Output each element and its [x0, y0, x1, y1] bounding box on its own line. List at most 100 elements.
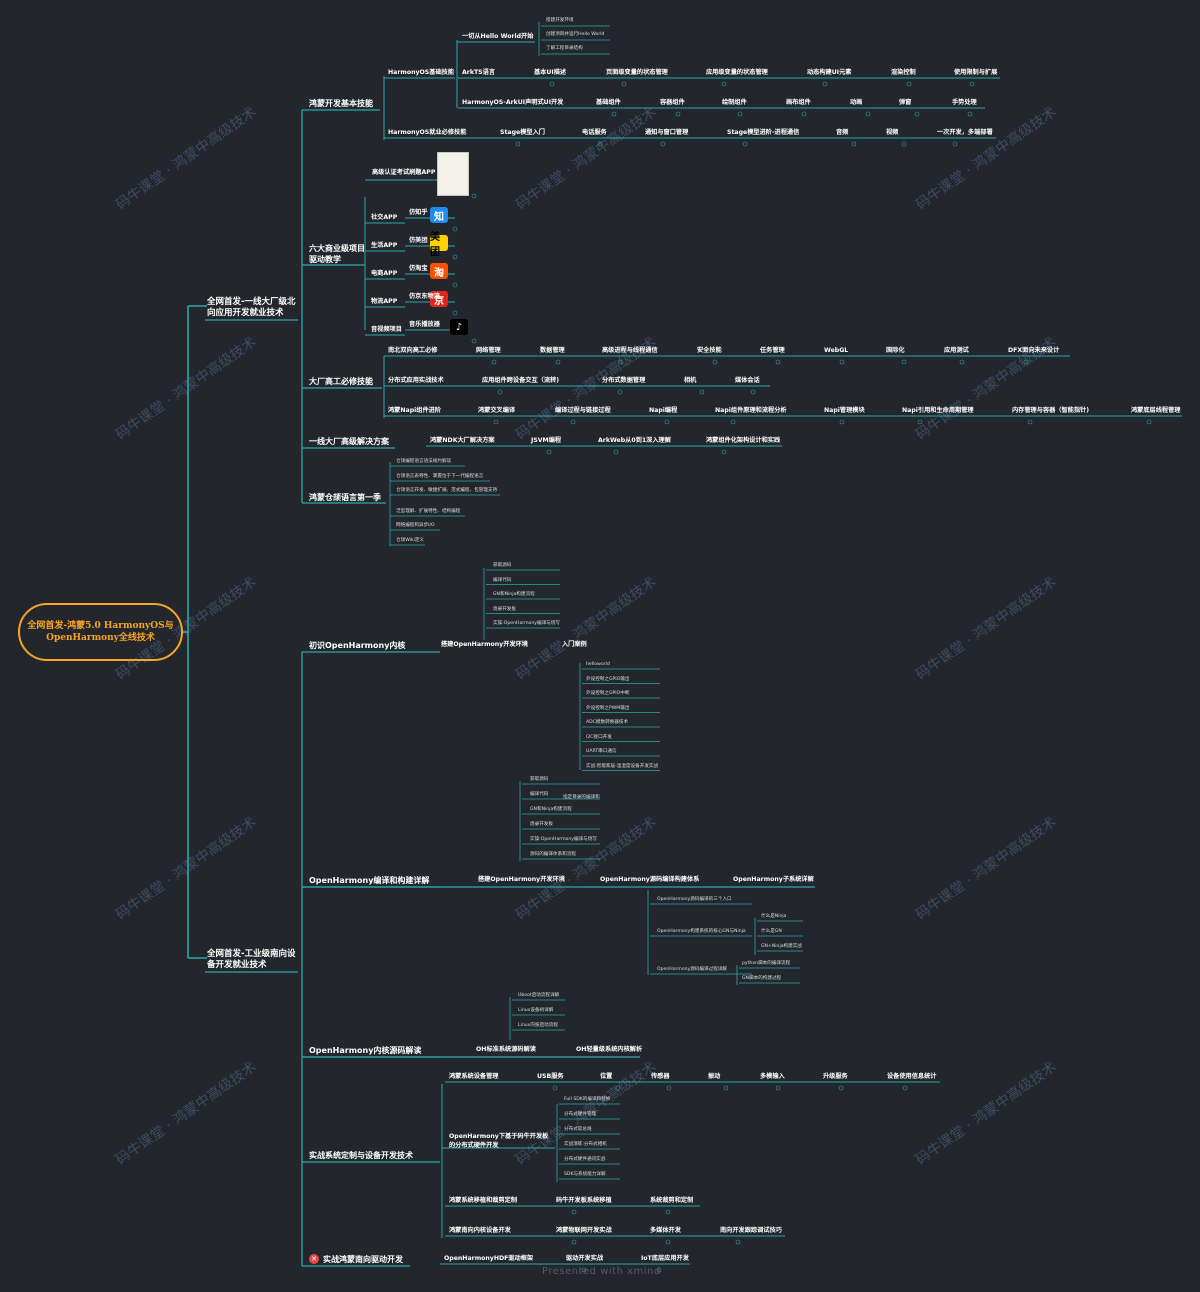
detail-item[interactable]: python脚本的编译流程	[742, 961, 791, 966]
custom-item[interactable]: 振动	[708, 1073, 721, 1080]
must-item[interactable]: 电话服务	[582, 129, 607, 136]
custom-item[interactable]: USB服务	[537, 1073, 564, 1080]
app-name[interactable]: 仿淘宝	[409, 265, 428, 272]
node-build-system[interactable]: OpenHarmony源码编译构建体系	[600, 876, 700, 883]
cangjie-item[interactable]: 泛型理解、扩展特性、结构编程	[396, 509, 461, 514]
factory-item[interactable]: 分布式应用实战技术	[388, 377, 444, 384]
source-item[interactable]: OH轻量级系统内核解析	[576, 1046, 643, 1053]
dist-item[interactable]: 实战演练:分布式相机	[564, 1142, 607, 1147]
solution-item[interactable]: JSVM编程	[531, 437, 562, 444]
env-item[interactable]: 编译代码	[493, 577, 512, 583]
dist-item[interactable]: 分布式硬件管理	[564, 1112, 597, 1117]
factory-item[interactable]: 相机	[684, 377, 697, 384]
arkts-item[interactable]: 动态构建UI元素	[807, 69, 852, 76]
custom-item[interactable]: 鸿蒙系统移植和裁剪定制	[449, 1197, 518, 1204]
app-category[interactable]: 音视频项目	[371, 326, 402, 333]
app-category[interactable]: 电商APP	[371, 270, 398, 277]
north-branch-node[interactable]: 全网首发-一线大厂级北向应用开发就业技术	[207, 297, 296, 318]
solution-item[interactable]: ArkWeb从0到1深入理解	[598, 437, 671, 444]
arkui-item[interactable]: 绘制组件	[722, 99, 747, 106]
arkui-item[interactable]: 弹窗	[899, 99, 912, 106]
std-item[interactable]: Linux内核启动流程	[518, 1023, 558, 1028]
system-item[interactable]: OpenHarmony构建系统的核心GN与Ninja	[657, 929, 746, 934]
topic-kernel[interactable]: 初识OpenHarmony内核	[309, 641, 406, 650]
arkui-item[interactable]: 手势处理	[952, 99, 977, 106]
custom-item[interactable]: 鸿蒙物联网开发实战	[556, 1227, 612, 1234]
topic-build[interactable]: OpenHarmony编译和构建详解	[309, 876, 430, 885]
app-name[interactable]: 仿京东物流	[409, 293, 440, 300]
dist-item[interactable]: Full SDK的编译和替换	[564, 1097, 611, 1102]
case-item[interactable]: 实战:智能家居-温湿度设备开发实战	[586, 763, 659, 769]
arkts-item[interactable]: 应用级变量的状态管理	[706, 69, 768, 76]
case-item[interactable]: helloworld	[586, 662, 610, 667]
build-extra[interactable]: 指定目录的编译和	[563, 795, 600, 800]
driver-item[interactable]: IoT底层应用开发	[641, 1255, 689, 1262]
factory-item[interactable]: 鸿蒙Napi组件进阶	[388, 407, 442, 414]
cangjie-item[interactable]: 仓颉语言开发、敏捷扩展、范式编程、包管理支持	[396, 488, 498, 493]
node-build-env[interactable]: 搭建OpenHarmony开发环境	[478, 876, 565, 883]
case-item[interactable]: 外设控制之GPIO中断	[586, 691, 630, 696]
build-env-item[interactable]: 实操:OpenHarmony编译与烧写	[530, 837, 597, 842]
arkts-item[interactable]: 渲染控制	[891, 69, 916, 76]
factory-item[interactable]: 分布式数据管理	[602, 377, 646, 384]
cangjie-item[interactable]: 仓颉Wiki定义	[396, 538, 425, 543]
driver-item[interactable]: OpenHarmonyHDF驱动框架	[444, 1255, 534, 1262]
dist-item[interactable]: 分布式硬件通讯实战	[564, 1157, 606, 1162]
hello-item[interactable]: 搭建开发环境	[546, 18, 574, 23]
custom-item[interactable]: 系统裁剪和定制	[650, 1197, 694, 1204]
factory-item[interactable]: Napi编程	[649, 407, 678, 414]
system-item[interactable]: OpenHarmony源码编译过程详解	[657, 967, 728, 972]
node-case[interactable]: 入门案例	[562, 641, 587, 648]
must-item[interactable]: 视频	[886, 129, 899, 136]
custom-item[interactable]: 多模输入	[760, 1073, 785, 1080]
custom-item[interactable]: 升级服务	[823, 1073, 848, 1080]
gn-item[interactable]: GN+Ninja构建实战	[761, 944, 802, 949]
custom-item[interactable]: 鸿蒙南向内核设备开发	[449, 1227, 511, 1234]
cangjie-item[interactable]: 网络编程和异步I/O	[396, 523, 435, 528]
app-category[interactable]: 生活APP	[371, 242, 398, 249]
arkui-item[interactable]: 基础组件	[596, 99, 621, 106]
factory-item[interactable]: DFX面向未来设计	[1008, 347, 1060, 354]
factory-item[interactable]: 安全技能	[697, 347, 722, 354]
detail-item[interactable]: GN脚本的构建过程	[742, 976, 782, 981]
build-env-item[interactable]: 烧录开发板	[530, 822, 553, 827]
node-dist[interactable]: OpenHarmony下基于码牛开发板的分布式硬件开发	[449, 1133, 549, 1149]
case-item[interactable]: I2C接口开发	[586, 734, 612, 740]
arkui-item[interactable]: HarmonyOS-ArkUI声明式UI开发	[462, 99, 564, 106]
cangjie-item[interactable]: 仓颉语言表特性、掌握位于下一代编程语言	[396, 474, 484, 479]
arkts-item[interactable]: 基本UI描述	[534, 69, 567, 76]
case-item[interactable]: 外设控制之GPIO输出	[586, 676, 630, 682]
topic-cangjie[interactable]: 鸿蒙仓颉语言第一季	[309, 493, 381, 502]
env-item[interactable]: GN和Ninja构建流程	[493, 592, 535, 597]
solution-item[interactable]: 鸿蒙组件化架构设计和实践	[706, 437, 781, 444]
node-env[interactable]: 搭建OpenHarmony开发环境	[441, 641, 528, 648]
arkui-item[interactable]: 动画	[850, 99, 863, 106]
gn-item[interactable]: 什么是Ninja	[761, 914, 787, 919]
factory-item[interactable]: 网络管理	[476, 347, 501, 354]
build-env-item[interactable]: 源码的编译体系和流程	[530, 852, 576, 857]
driver-item[interactable]: 驱动开发实战	[566, 1255, 604, 1262]
case-item[interactable]: ADC模数转换器技术	[586, 720, 629, 725]
app-category[interactable]: 社交APP	[371, 214, 398, 221]
dist-item[interactable]: 分布式软总线	[564, 1127, 592, 1132]
build-env-item[interactable]: 获取源码	[530, 777, 549, 782]
arkui-item[interactable]: 画布组件	[786, 99, 811, 106]
custom-item[interactable]: 位置	[600, 1073, 613, 1080]
cangjie-item[interactable]: 仓颉编程语言语法规约解读	[396, 459, 452, 464]
topic-projects[interactable]: 六大商业级项目驱动教学	[309, 244, 365, 264]
project-cert[interactable]: 高级认证考试刷题APP	[372, 169, 436, 176]
topic-source[interactable]: OpenHarmony内核源码解读	[309, 1046, 422, 1055]
factory-item[interactable]: 媒体会话	[735, 377, 760, 384]
gn-item[interactable]: 什么是GN	[761, 929, 782, 934]
node-subsys[interactable]: OpenHarmony子系统详解	[733, 876, 814, 883]
factory-item[interactable]: 应用测试	[944, 347, 969, 354]
app-name[interactable]: 仿美团	[409, 237, 428, 244]
must-item[interactable]: Stage模型入门	[500, 129, 545, 136]
must-item[interactable]: Stage模型进阶-进程通信	[727, 129, 800, 136]
factory-item[interactable]: 鸿蒙交叉编译	[478, 407, 516, 414]
factory-item[interactable]: WebGL	[824, 347, 849, 354]
hello-item[interactable]: 创建项目并运行Hello World	[546, 32, 605, 37]
topic-custom[interactable]: 实战系统定制与设备开发技术	[309, 1151, 413, 1160]
factory-item[interactable]: 编译过程与链接过程	[555, 407, 611, 414]
custom-item[interactable]: 鸿蒙系统设备管理	[449, 1073, 499, 1080]
